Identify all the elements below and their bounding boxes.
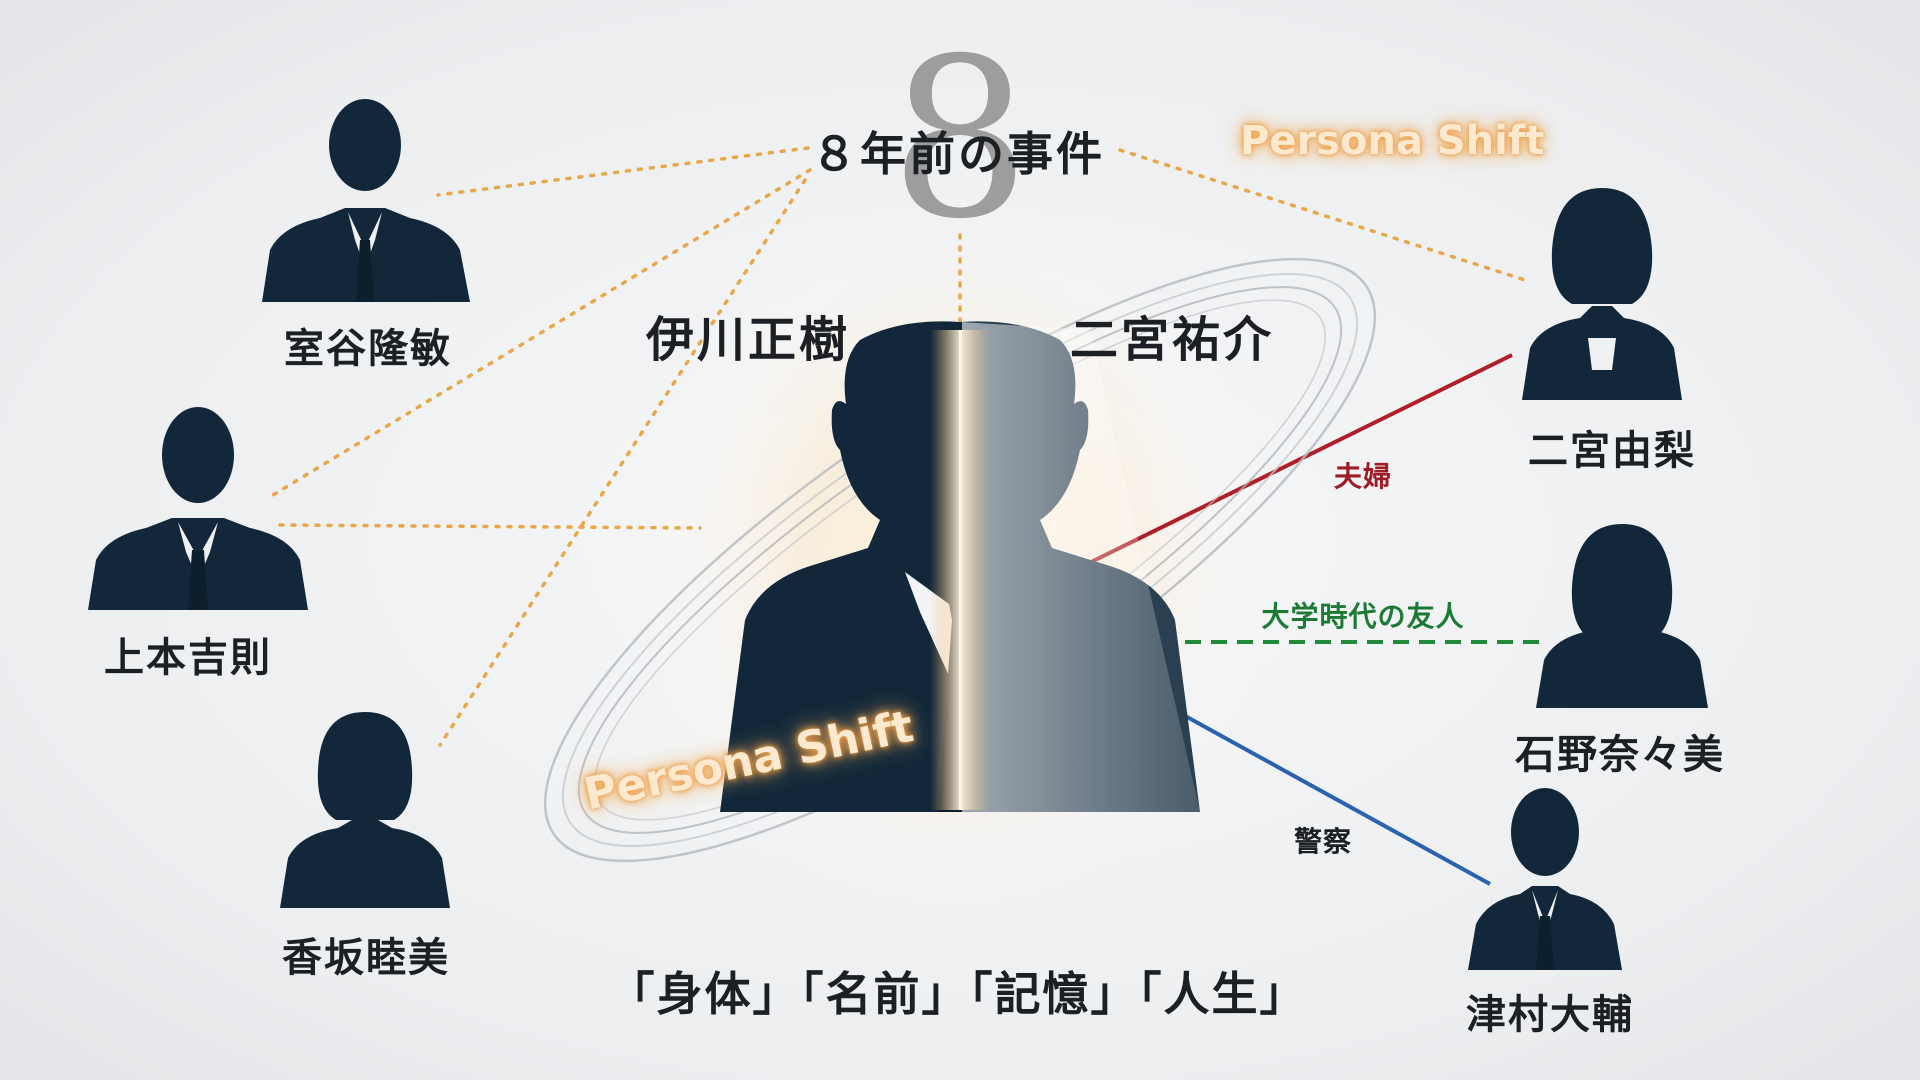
relation-label-police: 警察 (1293, 825, 1353, 858)
central-split-figure (720, 321, 1200, 812)
right-persona-name: 二宮祐介 (1069, 312, 1275, 368)
right-persona-silhouette (962, 321, 1200, 812)
relation-label-friend: 大学時代の友人 (1261, 600, 1465, 633)
person-name-tsumura: 津村大輔 (1466, 992, 1634, 1038)
avatar-ninomiya-yuri (1522, 188, 1682, 400)
person-name-muroya: 室谷隆敏 (284, 326, 452, 372)
avatar-kosaka (280, 712, 450, 908)
relation-line-police (1177, 710, 1491, 886)
link-uemoto-center (278, 523, 702, 530)
avatar-tsumura (1468, 788, 1622, 970)
link-event-yuri (1118, 148, 1527, 282)
avatar-ishino (1536, 524, 1708, 708)
person-name-ninomiya-yuri: 二宮由梨 (1528, 428, 1696, 474)
split-seam (959, 330, 962, 810)
tagline: 「身体」「名前」「記憶」「人生」 (608, 967, 1308, 1021)
person-name-ishino: 石野奈々美 (1515, 732, 1725, 778)
person-name-uemoto: 上本吉則 (104, 635, 272, 681)
link-event-uemoto (266, 168, 812, 500)
relation-label-spouse: 夫婦 (1333, 460, 1393, 493)
event-number: 8 (890, 11, 1030, 267)
left-persona-name: 伊川正樹 (645, 312, 851, 368)
relation-line-spouse (1084, 353, 1513, 567)
avatar-muroya (262, 99, 470, 302)
persona-shift-label-top: Persona Shift (1240, 118, 1545, 164)
avatar-uemoto (88, 407, 308, 610)
link-event-muroya (436, 146, 810, 197)
event-label: ８年前の事件 (811, 127, 1105, 181)
link-event-kosaka (438, 178, 807, 747)
event-links (266, 146, 1527, 747)
person-name-kosaka: 香坂睦美 (282, 935, 450, 981)
